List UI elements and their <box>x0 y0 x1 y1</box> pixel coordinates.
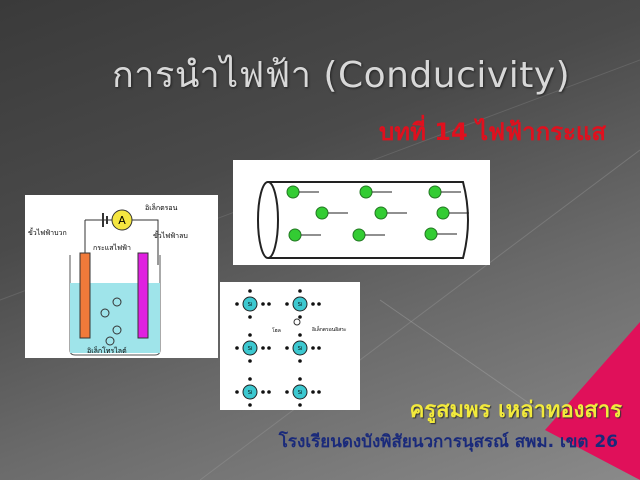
valence-electron <box>248 289 252 293</box>
valence-electron <box>317 346 321 350</box>
valence-electron <box>261 302 265 306</box>
valence-electron <box>311 390 315 394</box>
svg-text:Si: Si <box>298 302 303 308</box>
valence-electron <box>298 289 302 293</box>
valence-electron <box>235 302 239 306</box>
electron-flow-figure <box>233 160 490 265</box>
valence-electron <box>267 346 271 350</box>
slide-subtitle: บทที่ 14 ไฟฟ้ากระแส <box>379 118 606 146</box>
valence-electron <box>298 403 302 407</box>
valence-electron <box>285 390 289 394</box>
svg-text:ขั้วไฟฟ้าลบ: ขั้วไฟฟ้าลบ <box>153 229 188 240</box>
author-name: ครูสมพร เหล่าทองสาร <box>409 398 622 423</box>
hole <box>293 318 301 326</box>
valence-electron <box>248 403 252 407</box>
svg-text:Si: Si <box>248 346 253 352</box>
silicon-atom <box>242 340 258 356</box>
valence-electron <box>248 377 252 381</box>
silicon-atom <box>292 296 308 312</box>
svg-text:Si: Si <box>298 346 303 352</box>
valence-electron <box>298 377 302 381</box>
valence-electron <box>311 346 315 350</box>
valence-electron <box>298 333 302 337</box>
pink-triangle <box>545 322 640 480</box>
valence-electron <box>317 302 321 306</box>
silicon-atom <box>292 384 308 400</box>
valence-electron <box>285 302 289 306</box>
electron <box>315 206 329 220</box>
electron <box>424 227 438 241</box>
svg-text:ขั้วไฟฟ้าบวก: ขั้วไฟฟ้าบวก <box>28 226 67 237</box>
valence-electron <box>267 302 271 306</box>
school-name: โรงเรียนดงบังพิสัยนวการนุสรณ์ สพม. เขต 2… <box>278 432 618 452</box>
valence-electron <box>311 302 315 306</box>
valence-electron <box>261 390 265 394</box>
negative-electrode <box>137 252 149 339</box>
svg-text:โฮล: โฮล <box>272 327 281 334</box>
valence-electron <box>317 390 321 394</box>
silicon-atom <box>292 340 308 356</box>
svg-text:Si: Si <box>248 390 253 396</box>
svg-text:Si: Si <box>298 390 303 396</box>
valence-electron <box>267 390 271 394</box>
svg-text:อิเล็กตรอน: อิเล็กตรอน <box>145 203 178 212</box>
svg-text:Si: Si <box>248 302 253 308</box>
valence-electron <box>285 346 289 350</box>
electron <box>352 228 366 242</box>
positive-electrode <box>79 252 91 339</box>
silicon-atom <box>242 384 258 400</box>
svg-text:กระแสไฟฟ้า: กระแสไฟฟ้า <box>93 243 131 252</box>
valence-electron <box>248 333 252 337</box>
electron <box>288 228 302 242</box>
valence-electron <box>248 315 252 319</box>
svg-text:อิเล็กตรอนอิสระ: อิเล็กตรอนอิสระ <box>312 325 347 333</box>
electron <box>374 206 388 220</box>
electron <box>286 185 300 199</box>
valence-electron <box>248 359 252 363</box>
valence-electron <box>235 346 239 350</box>
electron <box>359 185 373 199</box>
ammeter <box>111 209 133 231</box>
slide-title: การนำไฟฟ้า (Conducivity) <box>112 55 571 96</box>
electrolysis-figure: A อิเล็กตรอน ขั้วไฟฟ้าบวก ขั้วไฟฟ้าลบ กร… <box>25 195 218 358</box>
silicon-atom <box>242 296 258 312</box>
valence-electron <box>298 359 302 363</box>
electron <box>436 206 450 220</box>
valence-electron <box>235 390 239 394</box>
svg-text:A: A <box>118 214 126 227</box>
valence-electron <box>261 346 265 350</box>
valence-electron <box>298 315 302 319</box>
electron <box>428 185 442 199</box>
svg-text:อิเล็กโทรไลต์: อิเล็กโทรไลต์ <box>87 346 127 355</box>
